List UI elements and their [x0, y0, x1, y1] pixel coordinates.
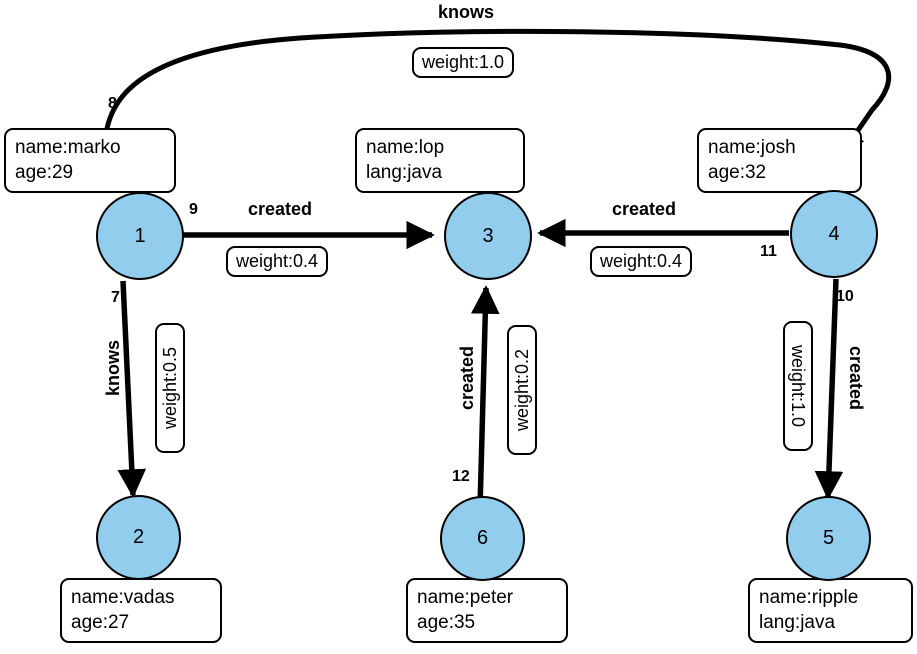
- edge-id-text: 7: [111, 289, 120, 306]
- node-prop-line: name:vadas: [71, 587, 175, 608]
- node-prop-line: age:29: [15, 161, 74, 183]
- edge-label-text: knows: [438, 2, 495, 22]
- edge-label-text: created: [612, 199, 677, 219]
- node-label: 2: [132, 526, 145, 548]
- node-props-1: name:marko age:29: [4, 128, 176, 194]
- edge-id-text: 9: [189, 201, 198, 218]
- edge-weight-text: weight:0.2: [511, 348, 532, 432]
- edge-weight-10: weight:1.0: [783, 321, 813, 451]
- edge-weight-text: weight:0.5: [159, 346, 180, 430]
- node-props-4: name:josh age:32: [697, 128, 862, 194]
- edge-weight-text: weight:1.0: [422, 52, 505, 72]
- edge-id-text: 10: [836, 288, 854, 305]
- node-prop-line: name:josh: [708, 137, 796, 158]
- edge-label-text: created: [456, 345, 477, 411]
- node-prop-line: age:32: [708, 161, 767, 183]
- edge-label-10: created: [844, 323, 868, 433]
- node-label: 3: [482, 224, 494, 247]
- node-2[interactable]: 2: [96, 495, 181, 580]
- node-prop-line: name:marko: [15, 137, 121, 158]
- node-1[interactable]: 1: [96, 192, 184, 280]
- edge-id-8: 8: [108, 95, 117, 113]
- node-prop-line: lang:java: [366, 161, 443, 183]
- node-4[interactable]: 4: [790, 190, 878, 278]
- node-prop-line: name:lop: [366, 137, 445, 158]
- edge-id-10: 10: [836, 288, 854, 306]
- edge-weight-text: weight:0.4: [236, 251, 319, 271]
- node-3[interactable]: 3: [444, 192, 532, 280]
- edge-weight-11: weight:0.4: [590, 246, 693, 277]
- edge-weight-12: weight:0.2: [507, 325, 537, 455]
- node-label: 6: [476, 527, 489, 549]
- edge-label-11: created: [612, 199, 676, 220]
- edge-line-12: [471, 285, 500, 509]
- edge-weight-text: weight:0.4: [600, 251, 683, 271]
- edge-label-text: created: [248, 199, 313, 219]
- node-label: 1: [134, 224, 146, 247]
- edge-id-11: 11: [760, 243, 777, 261]
- node-props-5: name:ripple lang:java: [748, 578, 913, 644]
- node-prop-line: name:peter: [417, 587, 514, 608]
- node-prop-line: age:27: [71, 611, 130, 633]
- edge-id-7: 7: [111, 289, 120, 307]
- node-label: 4: [828, 222, 840, 245]
- node-prop-line: lang:java: [759, 611, 836, 633]
- edge-weight-text: weight:1.0: [788, 344, 809, 428]
- edge-label-7: knows: [101, 322, 125, 414]
- node-6[interactable]: 6: [440, 496, 525, 581]
- node-label: 5: [822, 527, 835, 549]
- edge-weight-7: weight:0.5: [155, 323, 185, 453]
- edge-weight-8: weight:1.0: [412, 47, 515, 78]
- edge-label-text: knows: [102, 340, 123, 397]
- edge-weight-9: weight:0.4: [226, 246, 329, 277]
- edge-label-9: created: [248, 199, 312, 220]
- node-props-3: name:lop lang:java: [355, 128, 525, 194]
- edge-line-10: [814, 278, 844, 500]
- edge-id-12: 12: [452, 468, 470, 486]
- node-prop-line: age:35: [417, 611, 476, 633]
- edge-id-9: 9: [189, 201, 198, 219]
- edge-id-text: 11: [760, 243, 777, 260]
- edge-id-text: 8: [108, 95, 117, 112]
- node-props-2: name:vadas age:27: [60, 578, 222, 644]
- node-props-6: name:peter age:35: [406, 578, 568, 644]
- node-5[interactable]: 5: [786, 496, 871, 581]
- edge-id-text: 12: [452, 468, 470, 485]
- edge-label-8: knows: [438, 2, 494, 23]
- edge-label-12: created: [455, 323, 479, 433]
- edge-label-text: created: [846, 345, 867, 411]
- node-prop-line: name:ripple: [759, 587, 859, 608]
